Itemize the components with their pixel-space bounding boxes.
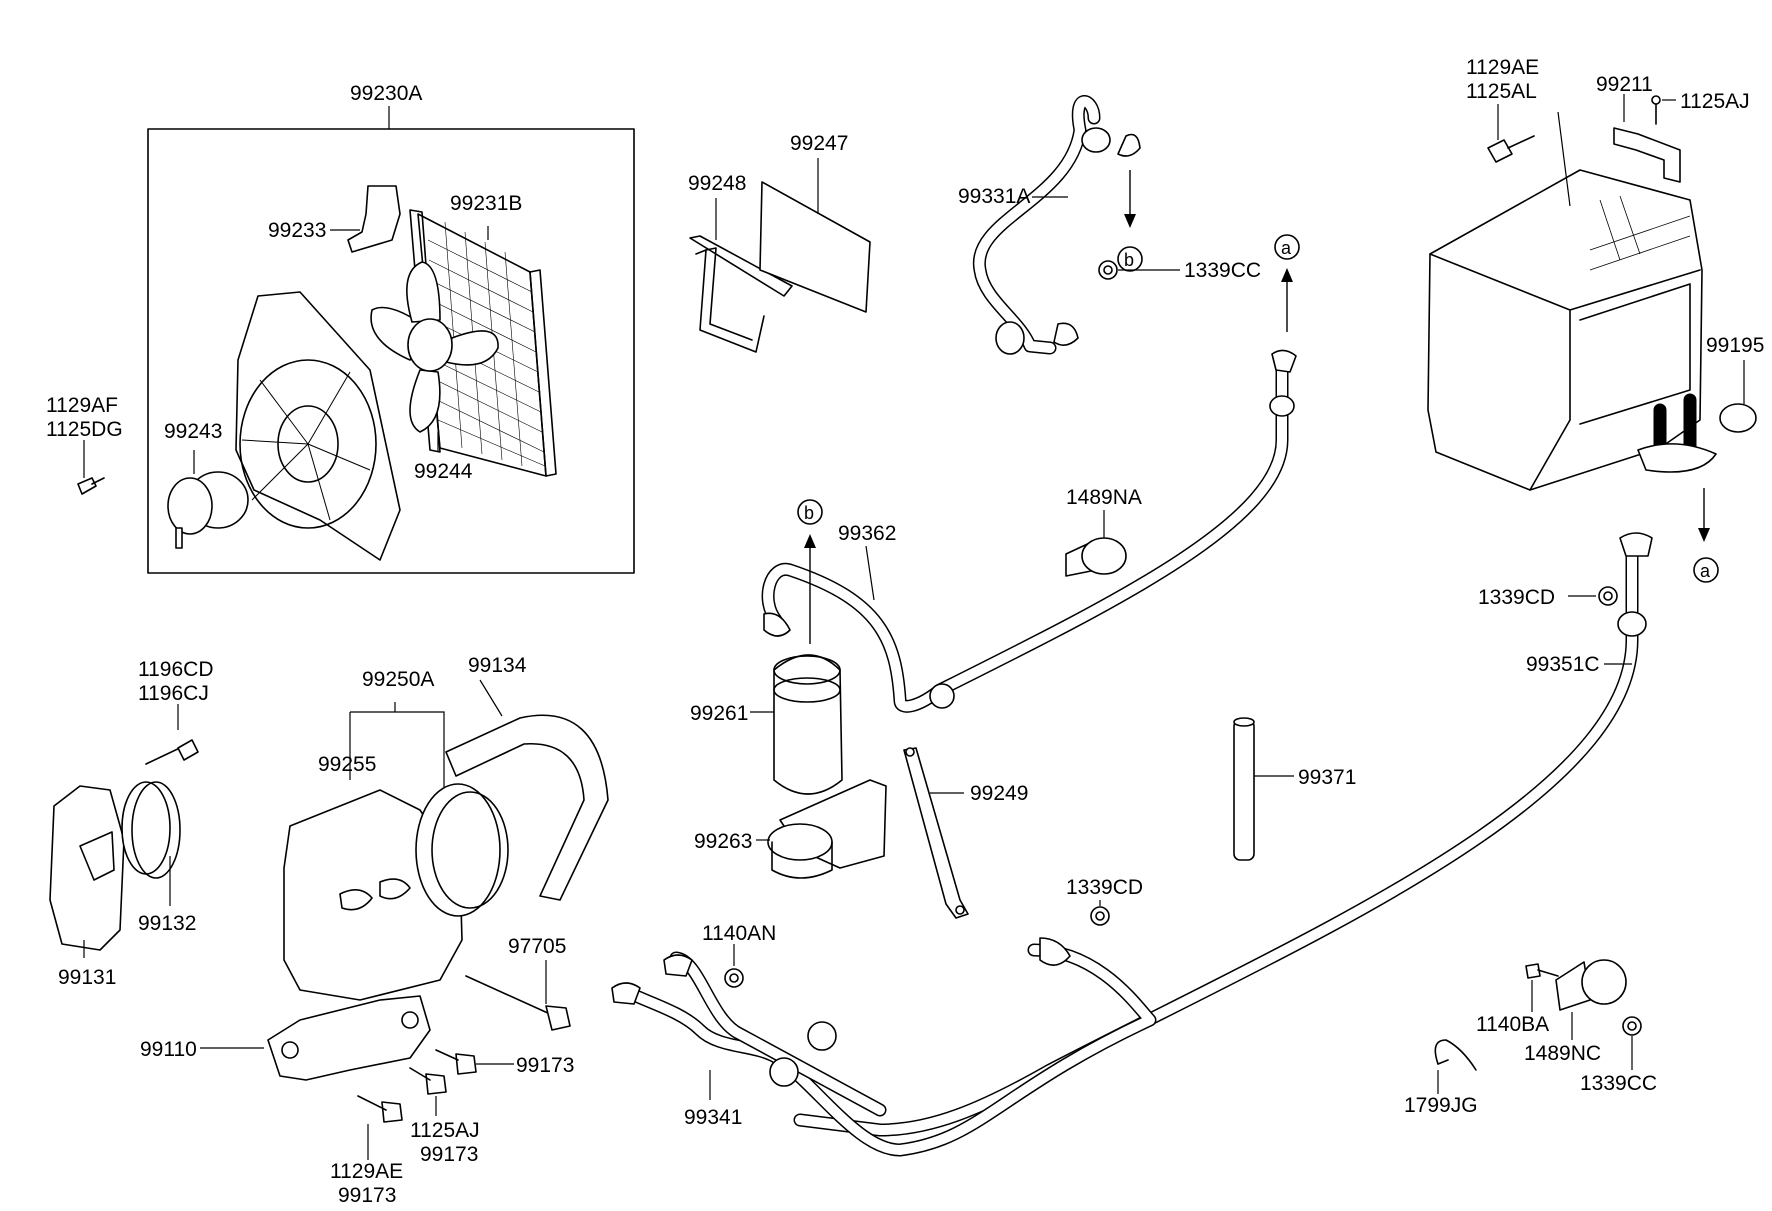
bolt-97705 (465, 960, 571, 1031)
label-1125AL: 1125AL (1466, 80, 1537, 103)
label-99255: 99255 (318, 753, 376, 776)
fan-shroud (235, 291, 401, 561)
label-99263: 99263 (694, 830, 752, 853)
label-1129AE-top: 1129AE (1466, 56, 1539, 79)
bracket-99211 (1613, 94, 1681, 183)
bolt-1125AJ-bottom (409, 1067, 447, 1116)
clip-1799JG (1434, 1039, 1477, 1094)
fan-motor-99243 (167, 450, 249, 549)
nut-1339CC-bottom (1622, 1016, 1642, 1070)
label-99261: 99261 (690, 702, 748, 725)
label-99132: 99132 (138, 912, 196, 935)
label-1196CJ: 1196CJ (138, 682, 209, 705)
label-99362: 99362 (838, 522, 896, 545)
part-labels: 99230A 99233 99231B 99243 99244 1129AF 1… (46, 56, 1764, 1207)
label-99195: 99195 (1706, 334, 1764, 357)
arrow-b-mid (797, 499, 823, 644)
label-99351C: 99351C (1526, 653, 1600, 676)
label-1339CC-bottom: 1339CC (1580, 1072, 1657, 1095)
label-99250A: 99250A (362, 668, 434, 691)
label-1489NA: 1489NA (1066, 486, 1142, 509)
label-99173-a: 99173 (516, 1054, 574, 1077)
label-99331A: 99331A (958, 185, 1030, 208)
label-99173-c: 99173 (338, 1184, 396, 1207)
hose-99331A (972, 95, 1141, 355)
arrow-b-top (1117, 170, 1143, 272)
bolt-1196CD (145, 704, 199, 765)
fan-blade-99244 (370, 261, 499, 452)
bolt-1129AE-top (1487, 104, 1535, 163)
label-99247: 99247 (790, 132, 848, 155)
hose-99134 (445, 679, 609, 901)
plate-99247 (759, 181, 871, 313)
label-1799JG: 1799JG (1404, 1094, 1478, 1117)
receiver-drier-99261 (750, 654, 843, 795)
nut-1140AN (724, 944, 744, 988)
arrow-a-right (1693, 488, 1719, 583)
nut-1339CD-mid (1090, 900, 1110, 926)
label-99371: 99371 (1298, 766, 1356, 789)
label-99173-b: 99173 (420, 1143, 478, 1166)
label-99249: 99249 (970, 782, 1028, 805)
clutch-99131-99132 (49, 781, 181, 958)
label-99244: 99244 (414, 460, 473, 483)
label-99211: 99211 (1596, 73, 1653, 96)
strap-99249 (903, 747, 969, 919)
label-1140BA: 1140BA (1476, 1013, 1549, 1036)
label-99233: 99233 (268, 219, 326, 242)
label-1339CD-mid: 1339CD (1066, 876, 1143, 899)
bracket-99263 (756, 779, 887, 879)
bolt-1129AE-bottom (357, 1095, 403, 1160)
clamp-1489NA (1065, 510, 1127, 577)
plug-99195 (1719, 360, 1757, 433)
marker-b-top: b (1124, 250, 1134, 270)
marker-a-top: a (1281, 238, 1292, 258)
label-97705: 97705 (508, 935, 566, 958)
label-99341: 99341 (684, 1106, 742, 1129)
compressor-99250A (267, 702, 509, 1081)
pipe-99362 (761, 349, 1297, 713)
nut-1339CD-right (1568, 586, 1618, 606)
bolt-1129AF (77, 440, 105, 495)
label-1129AE-bottom: 1129AE (330, 1160, 403, 1183)
marker-a-right: a (1700, 561, 1711, 581)
clamp-1489NC (1555, 959, 1627, 1040)
label-99230A: 99230A (350, 82, 422, 105)
bracket-99233 (347, 185, 401, 253)
bolt-1140BA (1525, 963, 1559, 1012)
label-99243: 99243 (164, 420, 222, 443)
evaporator-unit (1427, 111, 1717, 491)
label-99110: 99110 (140, 1038, 197, 1061)
reference-markers: a a b b (804, 238, 1711, 581)
label-99134: 99134 (468, 654, 527, 677)
label-1125AJ-top: 1125AJ (1680, 90, 1750, 113)
arrow-a-top (1274, 234, 1300, 332)
condenser-fan-assembly (147, 106, 635, 574)
label-1339CC-top: 1339CC (1184, 259, 1261, 282)
bolt-99173-a (435, 1049, 514, 1075)
pipe-99351C (793, 532, 1653, 1137)
pipe-99341 (611, 937, 1157, 1157)
bracket-99248 (689, 198, 793, 353)
assembly-frame (147, 128, 635, 574)
marker-b-mid: b (804, 503, 814, 523)
label-1125DG: 1125DG (46, 418, 123, 441)
label-99131: 99131 (58, 966, 116, 989)
nut-1339CC-top (1098, 260, 1180, 280)
label-1489NC: 1489NC (1524, 1042, 1601, 1065)
label-99248: 99248 (688, 172, 746, 195)
label-1196CD: 1196CD (138, 658, 214, 681)
label-99231B: 99231B (450, 192, 522, 215)
label-1339CD-right: 1339CD (1478, 586, 1555, 609)
label-1140AN: 1140AN (702, 922, 776, 945)
label-1129AF: 1129AF (46, 394, 118, 417)
tube-99371 (1233, 717, 1294, 861)
label-1125AJ-bottom: 1125AJ (410, 1119, 480, 1142)
bolt-1125AJ-top (1651, 95, 1676, 125)
